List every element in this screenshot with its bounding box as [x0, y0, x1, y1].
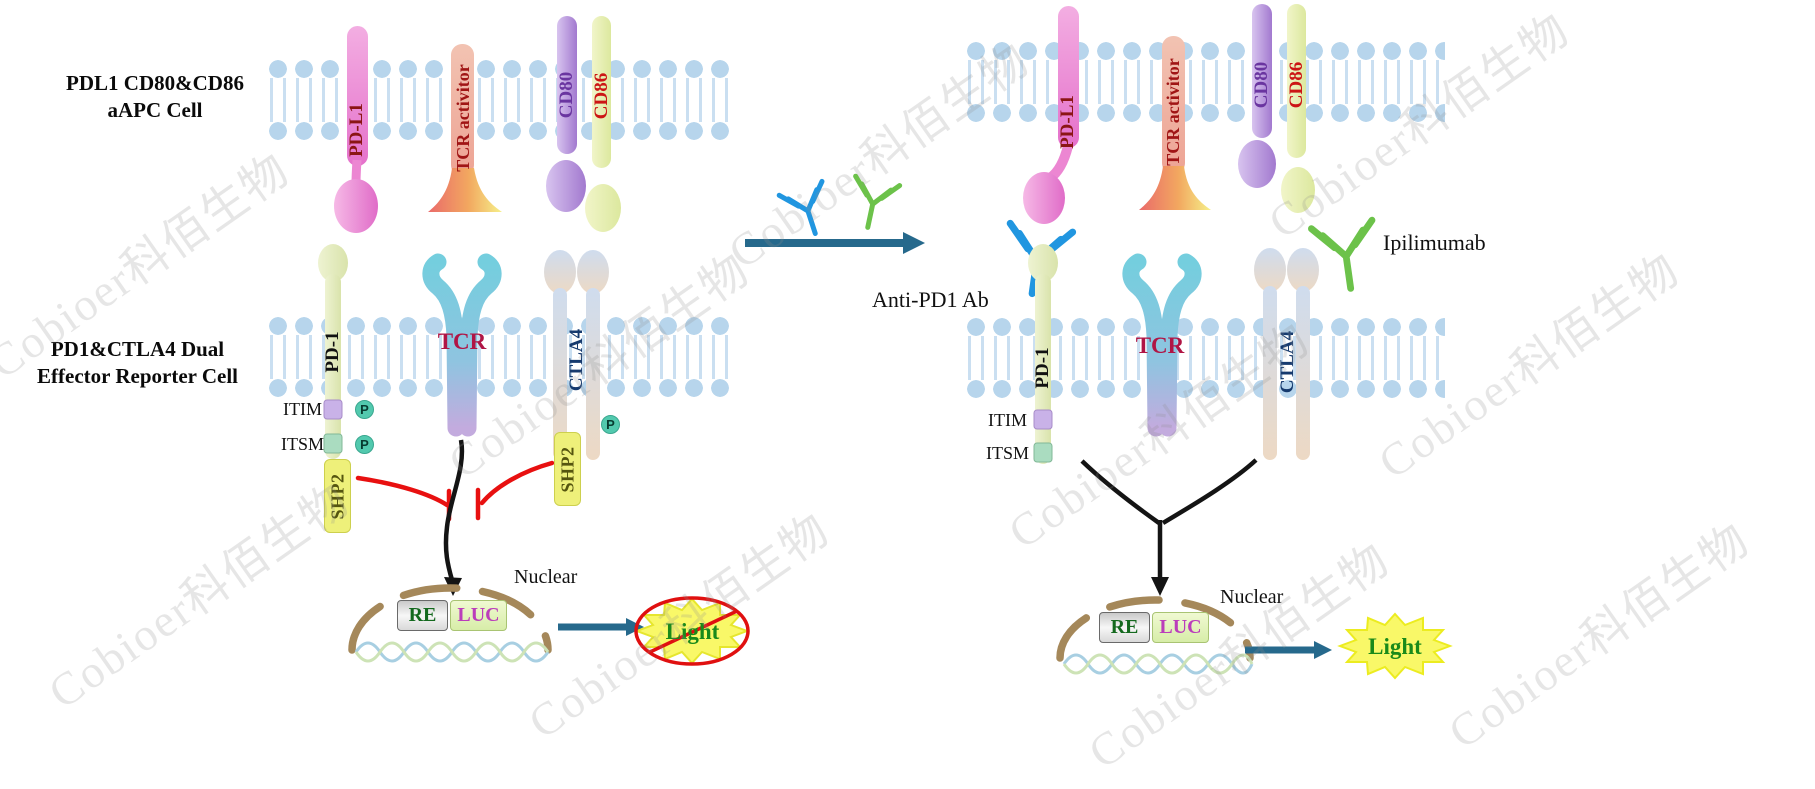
pd1-protein-right [1028, 244, 1058, 464]
ipilimumab-antibody-icon [1311, 220, 1381, 292]
shp2-box-pd1: SHP2 [324, 459, 351, 533]
re-box-left: RE [397, 600, 448, 631]
luc-box-right: LUC [1152, 612, 1209, 643]
dna-left [354, 641, 550, 663]
cd86-protein-right [1281, 4, 1315, 213]
shp2-box-ctla4: SHP2 [554, 432, 581, 506]
aapc-membrane-right [963, 40, 1445, 124]
tcr-activator-label-left: TCR activitor [453, 64, 473, 172]
aapc-cell-label: PDL1 CD80&CD86 aAPC Cell [30, 70, 280, 124]
reporter-cell-label-line2: Effector Reporter Cell [37, 364, 238, 388]
itim-segment-left [323, 399, 343, 420]
nuclear-envelope-right [1056, 596, 1254, 662]
cd80-label-left: CD80 [556, 71, 577, 119]
phospho-badge-itim: P [355, 400, 374, 419]
tcr-protein-right [1122, 253, 1202, 437]
nuclear-label-left: Nuclear [514, 566, 578, 588]
reporter-cell-label: PD1&CTLA4 Dual Effector Reporter Cell [5, 336, 270, 390]
transition-arrow [745, 232, 925, 254]
reporter-cell-label-line1: PD1&CTLA4 Dual [50, 337, 225, 361]
cd86-label-left: CD86 [591, 72, 612, 120]
tcr-activator-protein-right [1139, 36, 1211, 210]
reporter-membrane-left [265, 315, 730, 399]
phospho-badge-ctla4: P [601, 415, 620, 434]
light-burst-right [1337, 612, 1453, 680]
aapc-cell-label-line2: aAPC Cell [107, 98, 203, 122]
tcr-protein-left [422, 253, 502, 437]
tcr-signal-arrows-right [1080, 458, 1258, 580]
phospho-badge-itsm: P [355, 435, 374, 454]
signal-arrowhead-right [1151, 577, 1169, 596]
shp2-label-ctla4: SHP2 [557, 445, 578, 493]
prohibition-ellipse-icon [634, 596, 750, 666]
tcr-activator-protein-left [428, 44, 502, 212]
light-label-left: Light [665, 619, 720, 644]
itim-segment-right [1033, 409, 1053, 430]
cd80-protein-right [1238, 4, 1276, 188]
pdl1-protein-right [1023, 6, 1079, 224]
anti-pd1-ab-label: Anti-PD1 Ab [872, 287, 989, 312]
light-label-right: Light [1368, 634, 1422, 659]
cd86-protein-left [585, 16, 621, 232]
pdl1-label-right: PD-L1 [1057, 95, 1078, 149]
cd80-protein-left [546, 16, 586, 212]
itim-label-right: ITIM [988, 410, 1027, 430]
tcr-activator-label-right: TCR activitor [1163, 58, 1183, 166]
arrow-to-light-right [1245, 641, 1332, 659]
itsm-segment-left [323, 433, 343, 454]
itim-label-left: ITIM [283, 399, 322, 419]
itsm-segment-right [1033, 442, 1053, 463]
itsm-label-left: ITSM [281, 434, 325, 454]
pdl1-protein-left [334, 26, 378, 233]
light-blocked-symbol [634, 596, 750, 666]
pdl1-label-left: PD-L1 [346, 103, 367, 157]
tcr-label-left: TCR [437, 329, 487, 354]
nuclear-envelope-left [348, 584, 552, 654]
pd1-label-right: PD-1 [1032, 347, 1053, 389]
ipilimumab-label: Ipilimumab [1383, 230, 1486, 255]
ctla4-protein-right [1254, 248, 1319, 460]
dna-right [1062, 653, 1254, 675]
aapc-membrane-left [265, 58, 730, 142]
prohibition-slash-icon [649, 609, 738, 654]
ctla4-protein-left [544, 250, 609, 460]
pd1-protein-left [318, 244, 348, 459]
re-box-right: RE [1099, 612, 1150, 643]
pd1-label-left: PD-1 [322, 331, 343, 373]
aapc-cell-label-line1: PDL1 CD80&CD86 [66, 71, 244, 95]
luc-box-left: LUC [450, 600, 507, 631]
cd86-label-right: CD86 [1286, 61, 1307, 109]
itsm-label-right: ITSM [986, 443, 1030, 463]
tcr-label-right: TCR [1135, 333, 1185, 358]
cd80-label-right: CD80 [1251, 61, 1272, 109]
nuclear-label-right: Nuclear [1220, 586, 1284, 608]
